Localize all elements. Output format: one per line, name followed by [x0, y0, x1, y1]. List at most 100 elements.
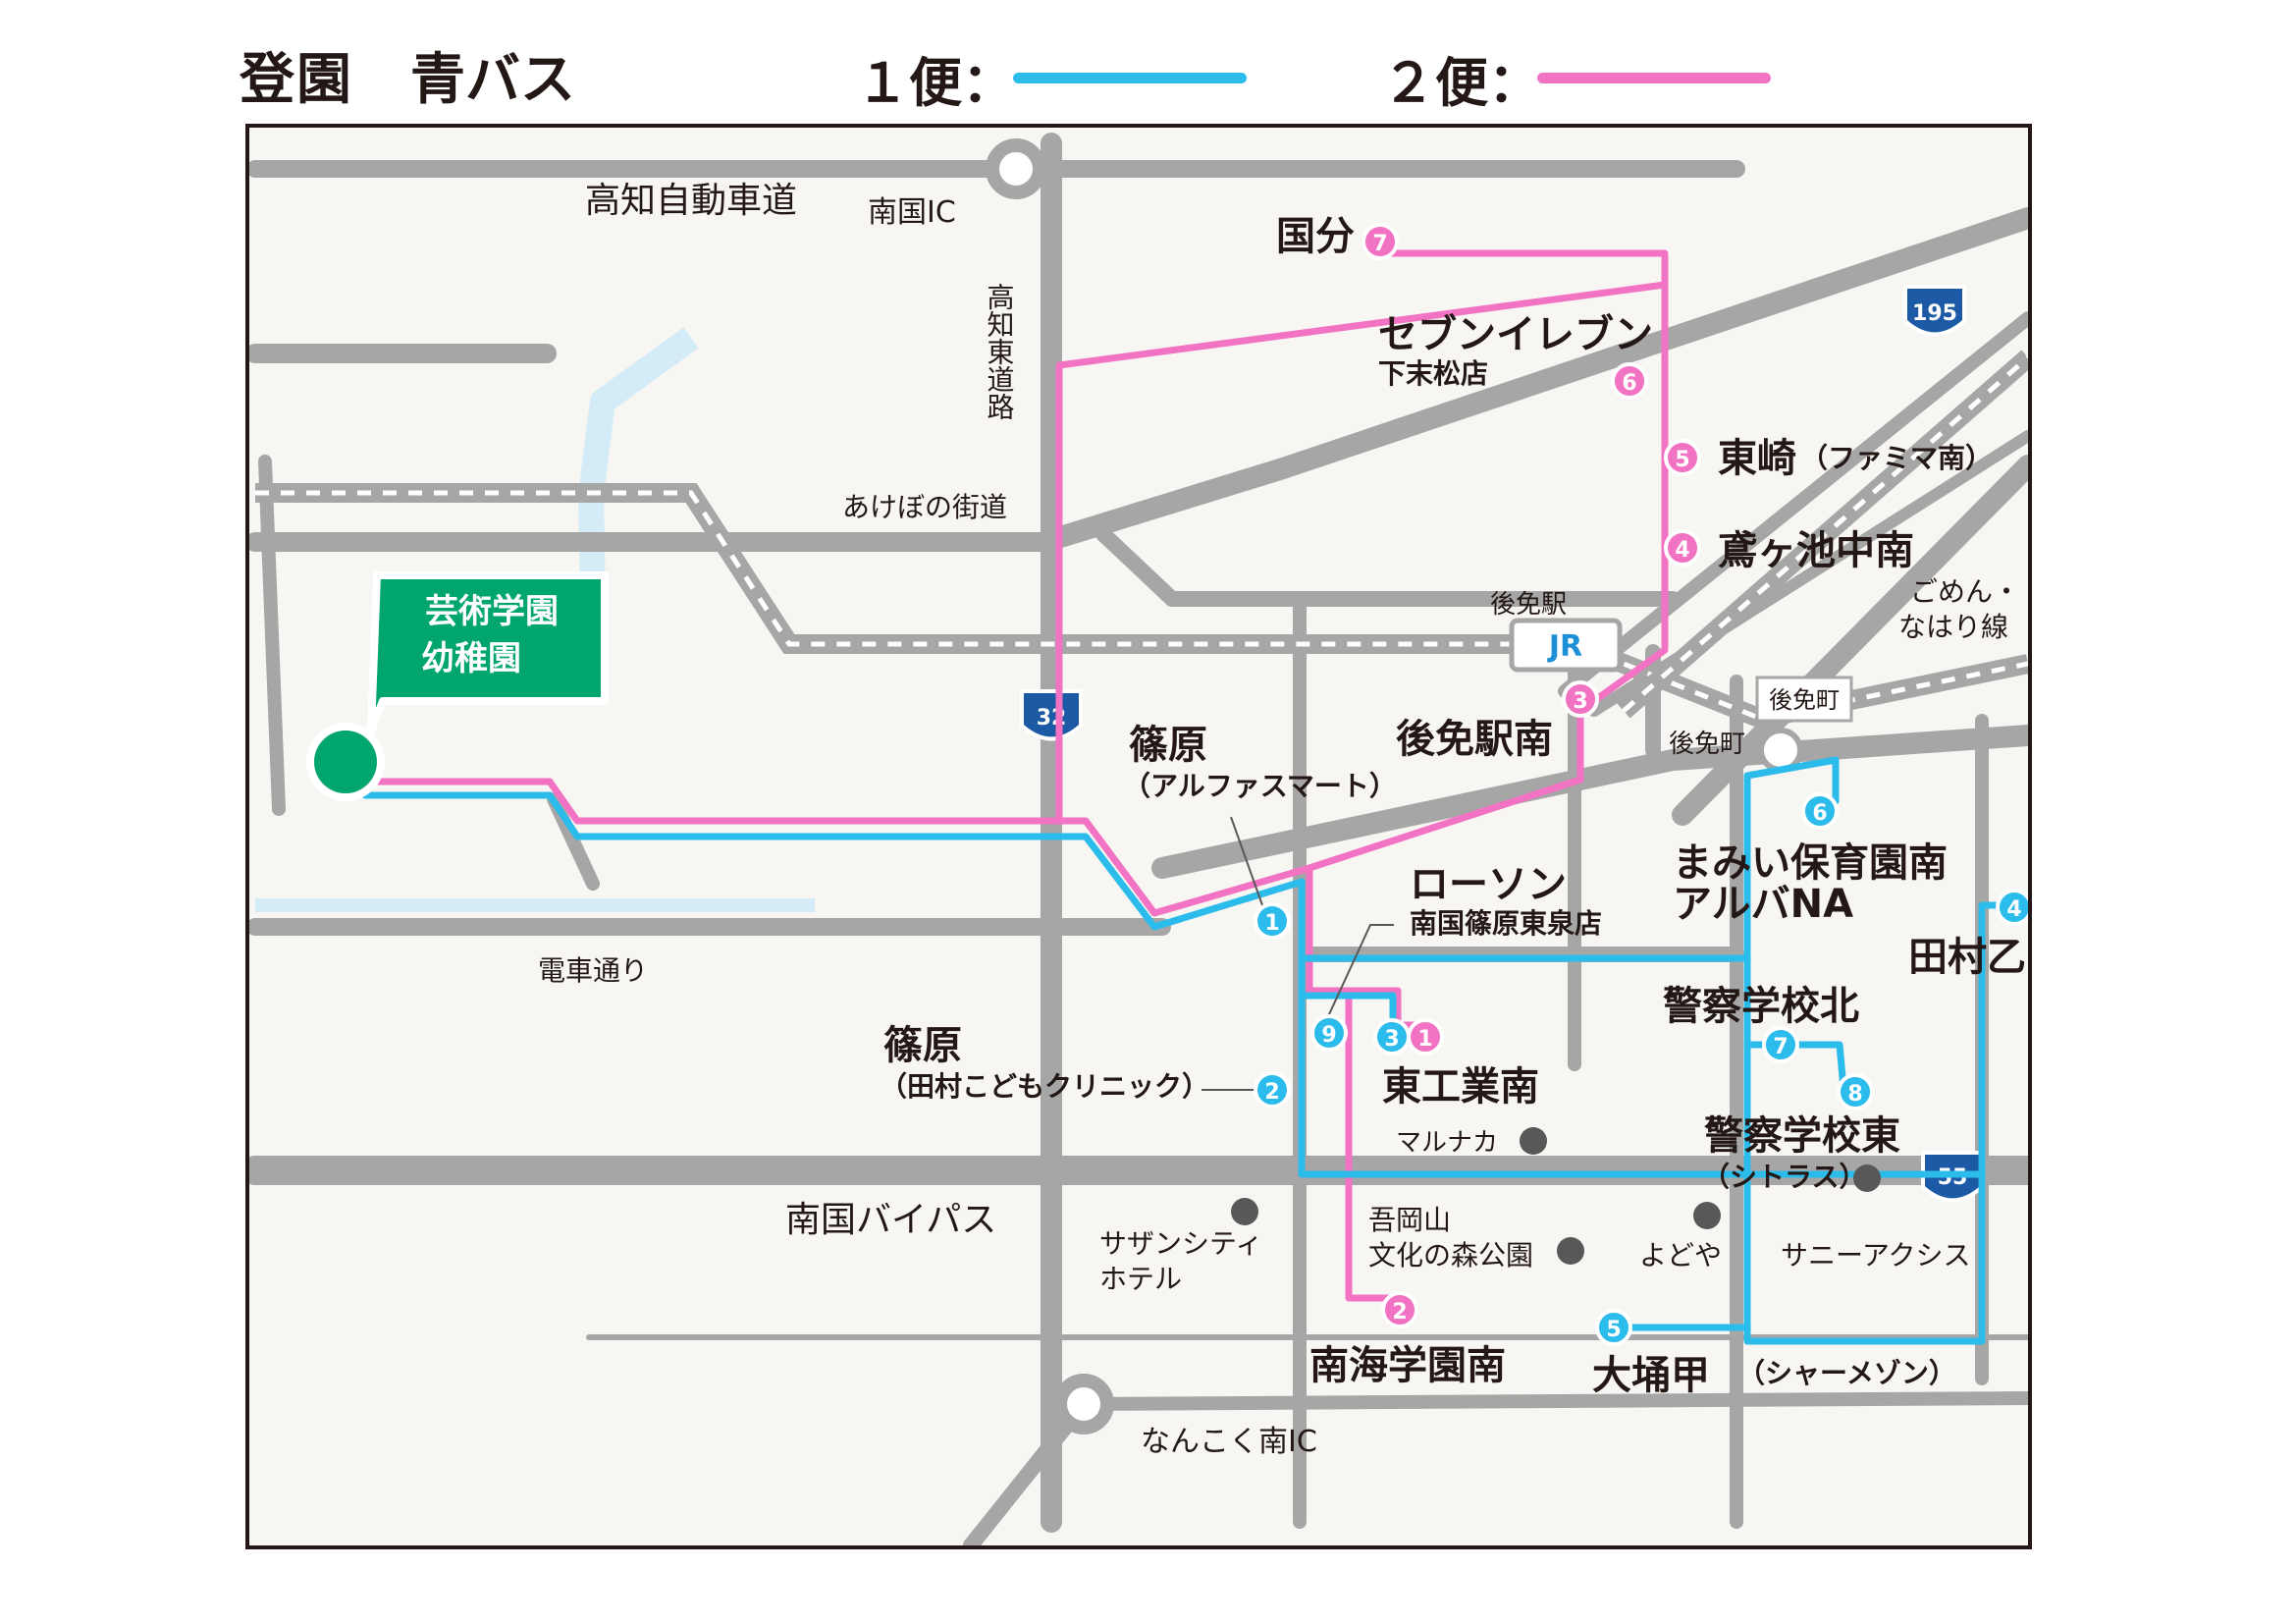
nankoku-minami-ic-marker — [1053, 1374, 1114, 1435]
jr-logo: JR — [1547, 629, 1582, 664]
road-labels: 高知自動車道 南国IC 高知東道路 あけぼの街道 電車通り 南国バイパス なんこ… — [538, 181, 2020, 1459]
road-diag-gomen — [1095, 526, 1681, 607]
svg-text:7: 7 — [1372, 232, 1387, 256]
legend-route1-line — [1013, 73, 1247, 83]
label-expressway: 高知自動車道 — [585, 181, 797, 221]
stop-sub-shinohara-2: （田村こどもクリニック） — [880, 1070, 1209, 1103]
legend-route1-label: １便： — [856, 52, 1015, 114]
school-name-line2: 幼稚園 — [421, 639, 521, 678]
svg-text:8: 8 — [1847, 1082, 1862, 1107]
stop-sub-lawson: 南国篠原東泉店 — [1410, 907, 1602, 940]
route2-stop-labels: 東工業南 南海学園南 後免駅南 鳶ヶ池中南 東崎 （ファミマ南） セブンイレブン… — [1276, 214, 1993, 1388]
svg-text:3: 3 — [1573, 689, 1587, 714]
legend-route2-line — [1537, 73, 1771, 83]
svg-text:1: 1 — [1264, 911, 1279, 936]
stop-sub-oboko: （シャーメゾン） — [1737, 1357, 1956, 1389]
label-gomen-station: 後免駅 — [1490, 590, 1567, 620]
svg-text:2: 2 — [1392, 1300, 1407, 1325]
road-ne-small — [1558, 311, 2028, 698]
stop-label-nankai-gakuen-minami: 南海学園南 — [1309, 1343, 1506, 1388]
leader-lines — [1201, 816, 1394, 1091]
route2-stop-6: 6 — [1611, 362, 1648, 400]
page-title: 登園 — [240, 48, 353, 112]
gomenmachi-box: 後免町 — [1755, 676, 1853, 723]
route2-stop-5: 5 — [1664, 439, 1701, 476]
svg-text:9: 9 — [1321, 1023, 1336, 1048]
label-akebono: あけぼの街道 — [842, 491, 1007, 523]
stop-label-kokubu: 国分 — [1276, 214, 1355, 259]
label-marunaka: マルナカ — [1396, 1128, 1498, 1158]
map-canvas: 3 2 195 5 5 JR 後免町 — [249, 133, 2028, 1545]
road-nankoku-ic — [1077, 1391, 2028, 1411]
stop-label-tobigaike: 鳶ヶ池中南 — [1718, 528, 1914, 573]
route1-stop-3: 3 — [1373, 1018, 1411, 1056]
route-195-label: 195 — [1912, 301, 1957, 326]
route1-stop-8: 8 — [1837, 1073, 1874, 1110]
route2-stop-7: 7 — [1362, 223, 1399, 260]
bus-route-map: 3 2 195 5 5 JR 後免町 — [245, 124, 2032, 1549]
svg-text:6: 6 — [1622, 371, 1636, 396]
landmark-dots — [1231, 1127, 1881, 1265]
roads — [249, 133, 2028, 1545]
route2-stop-1: 1 — [1407, 1018, 1444, 1056]
svg-text:5: 5 — [1675, 448, 1689, 472]
stop-label-higashizaki: 東崎 — [1718, 436, 1796, 481]
stop-label-mamii: まみい保育園南 — [1673, 840, 1948, 886]
route1-stop-1: 1 — [1254, 902, 1291, 940]
stop-label-gomen-eki-minami: 後免駅南 — [1396, 717, 1553, 762]
stop-label-shinohara-1: 篠原 — [1129, 723, 1207, 768]
map-header: 登園 青バス １便： ２便： — [0, 0, 2296, 118]
road-195 — [1034, 207, 2028, 553]
stop-sub-seven-eleven: 下末松店 — [1378, 357, 1488, 390]
label-southern-city-2: ホテル — [1099, 1263, 1182, 1295]
route1-stop-4: 4 — [1996, 889, 2028, 926]
route1-line — [361, 756, 2005, 1345]
school-name-line1: 芸術学園 — [425, 592, 559, 631]
label-southern-city-1: サザンシティ — [1099, 1227, 1262, 1260]
stop-sub-higashizaki: （ファミマ南） — [1800, 442, 1993, 474]
svg-text:6: 6 — [1812, 801, 1827, 826]
label-nankoku-minami-ic: なんこく南IC — [1141, 1425, 1317, 1459]
road-left-v — [258, 455, 286, 816]
stop-sub-keisatsu-higashi: （シトラス） — [1702, 1161, 1866, 1193]
svg-text:1: 1 — [1417, 1027, 1432, 1052]
densha-to-east — [1151, 725, 2028, 879]
svg-text:3: 3 — [1384, 1027, 1399, 1052]
label-agaoka-1: 吾岡山 — [1368, 1204, 1451, 1236]
label-agaoka-2: 文化の森公園 — [1368, 1239, 1533, 1272]
stop-sub-shinohara-1: （アルファスマート） — [1123, 770, 1397, 802]
label-nankoku-ic: 南国IC — [868, 195, 956, 230]
stop-label-shinohara-2: 篠原 — [883, 1023, 962, 1068]
page-subtitle: 青バス — [410, 48, 575, 112]
route2-stop-2: 2 — [1381, 1291, 1418, 1328]
route2-stop-3: 3 — [1562, 680, 1599, 718]
stop-label-seven-eleven: セブンイレブン — [1378, 312, 1653, 357]
label-gomen-line-2: なはり線 — [1898, 611, 2008, 643]
route1-stop-2: 2 — [1254, 1071, 1291, 1109]
stop-label-keisatsu-kita: 警察学校北 — [1663, 984, 1859, 1029]
route1-stop-labels: 篠原 （アルファスマート） 篠原 （田村こどもクリニック） 田村乙 大埇甲 （シ… — [880, 723, 2026, 1398]
route-195-shield: 195 — [1903, 285, 1966, 337]
svg-text:後免町: 後免町 — [1769, 686, 1840, 714]
nankoku-ic-marker — [986, 138, 1046, 199]
landmark-labels: マルナカ サザンシティ ホテル 吾岡山 文化の森公園 よどや サニーアクシス — [1099, 1128, 1970, 1295]
svg-text:7: 7 — [1773, 1035, 1788, 1059]
svg-text:4: 4 — [2006, 897, 2021, 922]
route1-stop-5: 5 — [1595, 1309, 1632, 1346]
route1-stop-markers: 1 2 3 4 5 6 7 8 9 — [1254, 792, 2028, 1346]
label-densha: 電車通り — [538, 954, 648, 987]
svg-text:2: 2 — [1264, 1080, 1279, 1105]
jr-badge: JR — [1509, 618, 1623, 673]
label-gomen-line-1: ごめん・ — [1910, 575, 2020, 608]
label-bypass: 南国バイパス — [785, 1200, 996, 1240]
route1-stop-6: 6 — [1801, 792, 1839, 830]
route2-stop-markers: 1 2 3 4 5 6 7 — [1362, 223, 1701, 1328]
stop-label-lawson: ローソン — [1410, 862, 1567, 907]
route2-stop-4: 4 — [1664, 529, 1701, 567]
svg-text:4: 4 — [1675, 538, 1689, 563]
label-yodoya: よどや — [1639, 1239, 1722, 1272]
label-kochi-east-road: 高知東道路 — [984, 283, 1016, 420]
stop-label-higashi-kogyo-minami: 東工業南 — [1382, 1064, 1539, 1110]
stop-label-oboko: 大埇甲 — [1592, 1353, 1710, 1398]
legend-route2-label: ２便： — [1382, 52, 1541, 114]
